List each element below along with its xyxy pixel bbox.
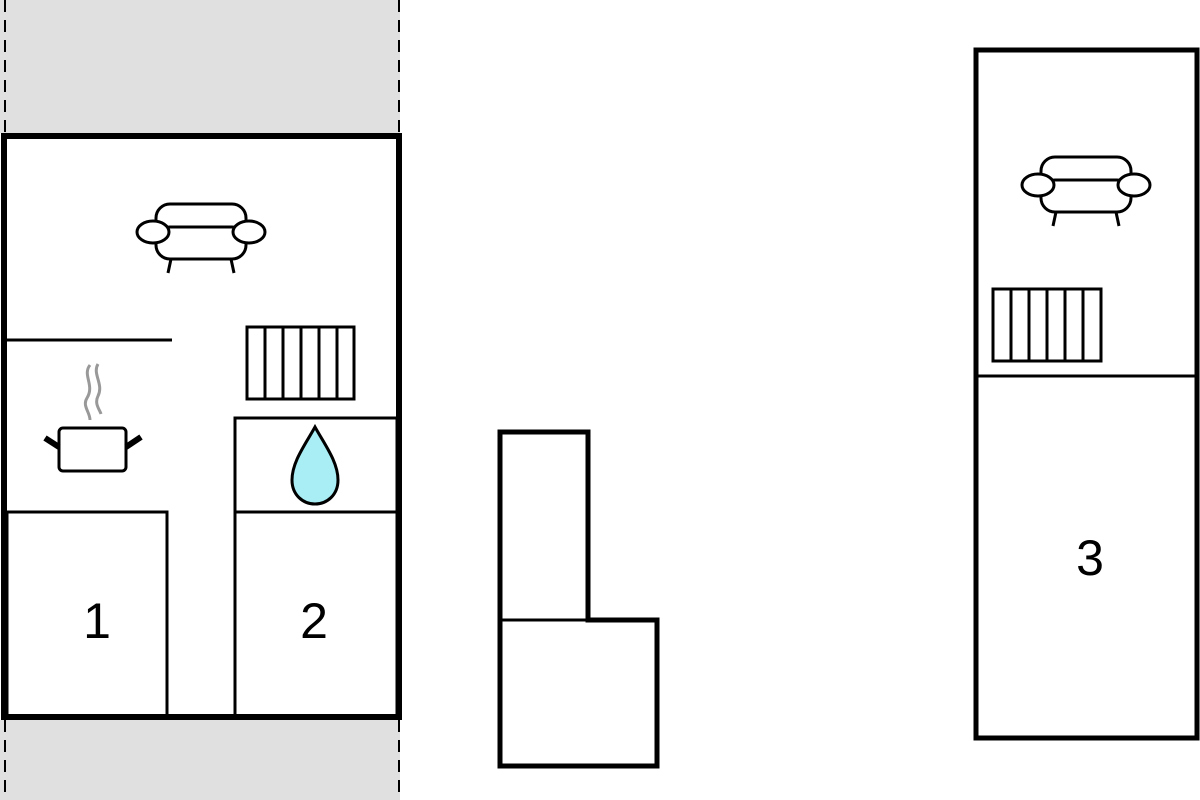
main-building-outline [1, 133, 402, 720]
room-number-2: 2 [300, 593, 328, 649]
outside-area-top [0, 0, 400, 133]
radiator-icon [991, 287, 1103, 363]
bedroom-2 [233, 510, 399, 719]
room-number-1: 1 [83, 593, 111, 649]
room-number-3: 3 [1076, 530, 1104, 586]
annex-building [973, 47, 1200, 741]
outside-area-bottom [0, 720, 400, 800]
cooking-pot-icon [43, 363, 143, 473]
water-drop-icon [290, 423, 340, 506]
l-shaped-building [497, 429, 660, 769]
radiator-icon [245, 325, 356, 401]
